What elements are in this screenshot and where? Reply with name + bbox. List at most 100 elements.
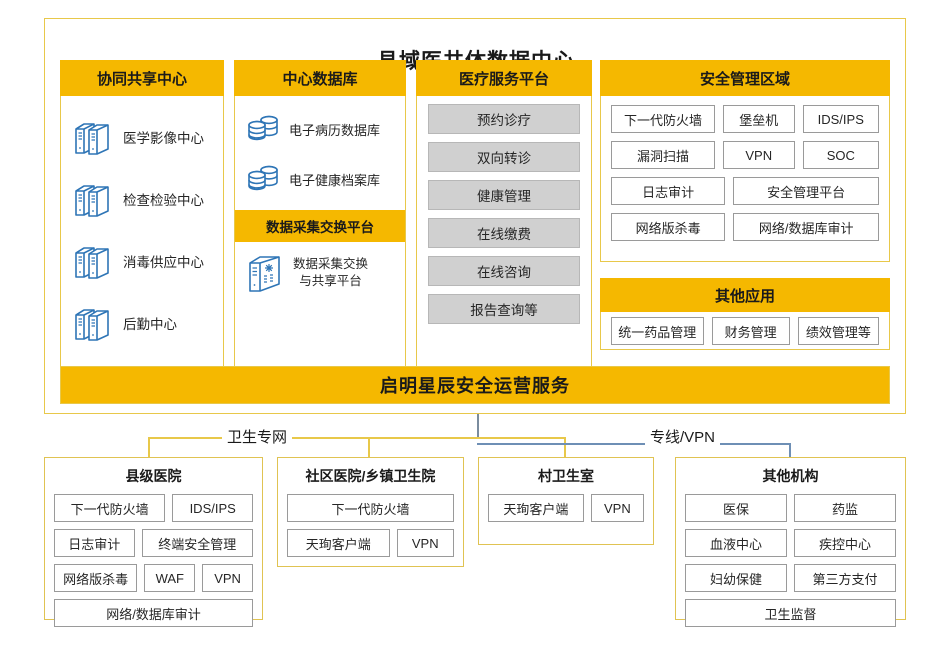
institution-chip[interactable]: VPN xyxy=(396,529,454,557)
list-item-label: 电子病历数据库 xyxy=(289,122,381,138)
security-chip[interactable]: 下一代防火墙 xyxy=(611,105,715,133)
medical-service-platform-header: 医疗服务平台 xyxy=(416,60,592,96)
institution-chip-row: 妇幼保健 第三方支付 xyxy=(685,564,896,592)
security-chip[interactable]: 安全管理平台 xyxy=(733,177,879,205)
institution-chip[interactable]: 网络/数据库审计 xyxy=(54,599,253,627)
service-item[interactable]: 报告查询等 xyxy=(428,294,580,324)
security-management-zone-header: 安全管理区域 xyxy=(600,60,890,96)
institution-chip-row: 下一代防火墙 IDS/IPS xyxy=(54,494,253,522)
institution-chip[interactable]: VPN xyxy=(202,564,253,592)
list-item[interactable]: 数据采集交换 与共享平台 xyxy=(235,242,405,304)
connector-vpn-bus xyxy=(477,443,790,445)
institution-chip[interactable]: 下一代防火墙 xyxy=(287,494,454,522)
security-chip[interactable]: VPN xyxy=(722,141,795,169)
institution-title: 村卫生室 xyxy=(538,468,594,484)
platform-label-line1: 数据采集交换 xyxy=(293,257,369,272)
institution-chip[interactable]: 医保 xyxy=(685,494,787,522)
other-app-chip-row: 统一药品管理 财务管理 绩效管理等 xyxy=(611,317,879,345)
connector-label-vpn: 专线/VPN xyxy=(645,426,721,447)
institution-chip[interactable]: 下一代防火墙 xyxy=(54,494,166,522)
security-management-zone-body: 下一代防火墙 堡垒机 IDS/IPS 漏洞扫描 VPN SOC 日志审计 安全管… xyxy=(600,96,890,262)
security-chip-row: 下一代防火墙 堡垒机 IDS/IPS xyxy=(611,105,879,133)
security-chip[interactable]: IDS/IPS xyxy=(802,105,879,133)
institution-chip-row: 血液中心 疾控中心 xyxy=(685,529,896,557)
connector-stem-center xyxy=(477,414,479,438)
institution-county-hospital: 县级医院 下一代防火墙 IDS/IPS 日志审计 终端安全管理 网络版杀毒 WA… xyxy=(44,457,263,627)
institution-chip[interactable]: VPN xyxy=(590,494,644,522)
other-applications-body: 统一药品管理 财务管理 绩效管理等 xyxy=(600,312,890,350)
data-exchange-platform-subheader: 数据采集交换平台 xyxy=(235,210,405,242)
institution-chip[interactable]: 终端安全管理 xyxy=(141,529,253,557)
collab-sharing-center-body: 医学影像中心 xyxy=(60,96,224,386)
institution-chip[interactable]: 第三方支付 xyxy=(794,564,896,592)
institution-chip[interactable]: 天珣客户端 xyxy=(488,494,584,522)
institution-title: 社区医院/乡镇卫生院 xyxy=(305,468,436,484)
institution-chip[interactable]: 药监 xyxy=(794,494,896,522)
institution-chip-row: 天珣客户端 VPN xyxy=(287,529,454,557)
list-item[interactable]: 消毒供应中心 xyxy=(61,230,223,292)
list-item[interactable]: 电子病历数据库 xyxy=(235,104,405,154)
institution-chip-row: 网络/数据库审计 xyxy=(54,599,253,627)
other-app-chip[interactable]: 统一药品管理 xyxy=(611,317,704,345)
server-stack-icon xyxy=(71,301,115,345)
security-chip[interactable]: SOC xyxy=(802,141,879,169)
server-tower-icon xyxy=(245,250,287,296)
security-chip[interactable]: 日志审计 xyxy=(611,177,726,205)
service-item[interactable]: 在线缴费 xyxy=(428,218,580,248)
institution-chip-row: 网络版杀毒 WAF VPN xyxy=(54,564,253,592)
service-item[interactable]: 双向转诊 xyxy=(428,142,580,172)
connector-health-network-drop-2 xyxy=(368,437,370,457)
security-chip[interactable]: 网络/数据库审计 xyxy=(733,213,879,241)
institution-chip[interactable]: 天珣客户端 xyxy=(287,529,390,557)
medical-service-platform-column: 医疗服务平台 预约诊疗 双向转诊 健康管理 在线缴费 在线咨询 报告查询等 xyxy=(416,60,592,386)
service-item[interactable]: 预约诊疗 xyxy=(428,104,580,134)
list-item[interactable]: 后勤中心 xyxy=(61,292,223,354)
security-operations-banner: 启明星辰安全运营服务 xyxy=(60,366,890,404)
central-database-column: 中心数据库 电子 xyxy=(234,60,406,386)
service-item[interactable]: 健康管理 xyxy=(428,180,580,210)
institution-village-clinic: 村卫生室 天珣客户端 VPN xyxy=(478,457,654,545)
list-item[interactable]: 电子健康档案库 xyxy=(235,154,405,204)
service-item[interactable]: 在线咨询 xyxy=(428,256,580,286)
other-app-chip[interactable]: 财务管理 xyxy=(711,317,790,345)
institution-chip[interactable]: IDS/IPS xyxy=(172,494,253,522)
server-stack-icon xyxy=(71,177,115,221)
institution-chip-row: 医保 药监 xyxy=(685,494,896,522)
institution-chip[interactable]: 疾控中心 xyxy=(794,529,896,557)
institution-chip-row: 天珣客户端 VPN xyxy=(488,494,644,522)
platform-label-line2: 与共享平台 xyxy=(299,274,362,288)
list-item-label: 电子健康档案库 xyxy=(289,172,381,188)
connector-health-network-bus xyxy=(148,437,479,439)
list-item-label: 医学影像中心 xyxy=(123,131,204,146)
database-icon xyxy=(243,159,283,199)
security-chip[interactable]: 网络版杀毒 xyxy=(611,213,726,241)
connector-health-network-drop-3 xyxy=(564,437,566,457)
institution-chip[interactable]: 妇幼保健 xyxy=(685,564,787,592)
server-stack-icon xyxy=(71,239,115,283)
security-chip[interactable]: 漏洞扫描 xyxy=(611,141,715,169)
connector-label-health-network: 卫生专网 xyxy=(222,426,293,447)
list-item[interactable]: 医学影像中心 xyxy=(61,106,223,168)
list-item-label: 消毒供应中心 xyxy=(123,255,204,270)
collab-sharing-center-column: 协同共享中心 xyxy=(60,60,224,386)
security-chip-row: 漏洞扫描 VPN SOC xyxy=(611,141,879,169)
other-app-chip[interactable]: 绩效管理等 xyxy=(797,317,879,345)
database-icon xyxy=(243,109,283,149)
institution-chip[interactable]: WAF xyxy=(144,564,196,592)
list-item-label: 后勤中心 xyxy=(123,317,177,332)
server-stack-icon xyxy=(71,115,115,159)
institution-chip[interactable]: 卫生监督 xyxy=(685,599,896,627)
institution-chip[interactable]: 日志审计 xyxy=(54,529,135,557)
list-item[interactable]: 检查检验中心 xyxy=(61,168,223,230)
collab-sharing-center-header: 协同共享中心 xyxy=(60,60,224,96)
institution-community-township-hospital: 社区医院/乡镇卫生院 下一代防火墙 天珣客户端 VPN xyxy=(277,457,464,567)
central-database-header: 中心数据库 xyxy=(234,60,406,96)
medical-service-platform-body: 预约诊疗 双向转诊 健康管理 在线缴费 在线咨询 报告查询等 xyxy=(416,96,592,386)
central-database-body: 电子病历数据库 xyxy=(234,96,406,386)
institution-chip[interactable]: 网络版杀毒 xyxy=(54,564,138,592)
connector-health-network-bus-right xyxy=(477,437,566,439)
list-item-label: 数据采集交换 与共享平台 xyxy=(293,256,368,290)
institution-chip[interactable]: 血液中心 xyxy=(685,529,787,557)
security-chip[interactable]: 堡垒机 xyxy=(722,105,795,133)
